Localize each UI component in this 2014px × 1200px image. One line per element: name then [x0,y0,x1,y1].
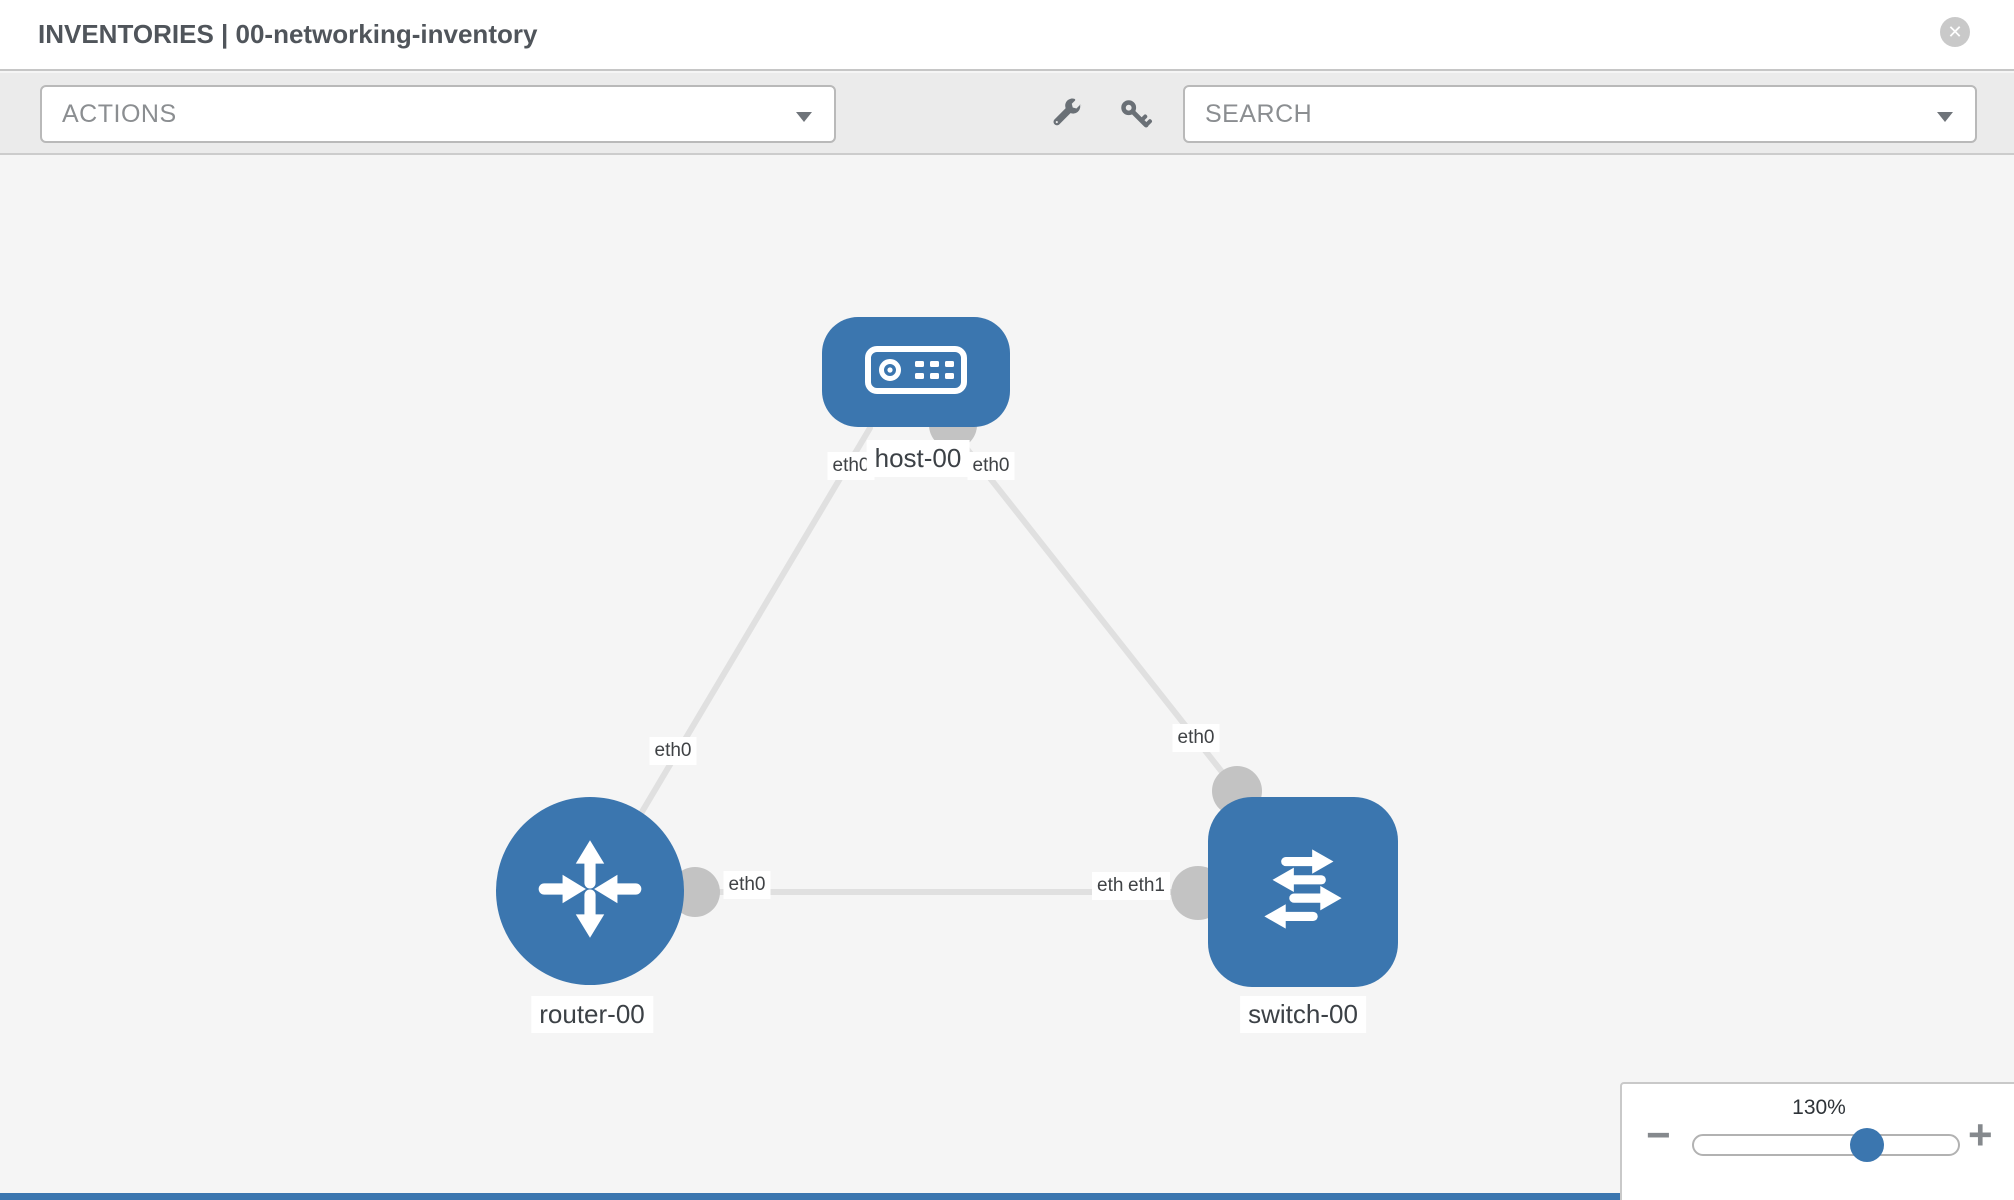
chevron-down-icon [1937,112,1953,122]
node-label-host: host-00 [866,440,970,477]
zoom-slider[interactable] [1692,1128,1960,1162]
wrench-icon[interactable] [1050,97,1084,136]
node-host-00[interactable] [822,317,1010,427]
zoom-out-button[interactable]: − [1646,1111,1671,1158]
interface-label-host-right: eth0 [967,452,1015,480]
interface-label-host-switch-link: eth0 [1172,724,1220,752]
search-placeholder: SEARCH [1205,99,1313,128]
search-dropdown[interactable]: SEARCH [1183,85,1977,143]
actions-dropdown[interactable]: ACTIONS [40,85,836,143]
node-label-switch: switch-00 [1240,996,1366,1033]
switch-icon [1240,827,1366,958]
host-icon [864,342,968,403]
node-switch-00[interactable] [1208,797,1398,987]
node-label-router: router-00 [531,996,653,1033]
interface-label-router-side: eth0 [723,871,771,899]
header: INVENTORIES | 00-networking-inventory ✕ [0,0,2014,71]
zoom-control-panel: 130% − + [1620,1082,2014,1200]
page-title: INVENTORIES | 00-networking-inventory [38,19,538,49]
zoom-level-value: 130% [1792,1096,1846,1119]
zoom-slider-thumb[interactable] [1850,1128,1884,1162]
toolbar: ACTIONS SEARCH [0,73,2014,155]
node-router-00[interactable] [496,797,684,985]
interface-label-host-router-link: eth0 [649,737,697,765]
router-icon [529,828,651,955]
chevron-down-icon [796,112,812,122]
zoom-in-button[interactable]: + [1968,1111,1993,1158]
canvas-bottom-scrollbar[interactable] [0,1193,1620,1200]
interface-label-switch-side-front: eth1 [1123,872,1170,900]
key-icon[interactable] [1118,97,1154,138]
actions-dropdown-label: ACTIONS [62,99,177,128]
close-icon[interactable]: ✕ [1940,17,1970,47]
